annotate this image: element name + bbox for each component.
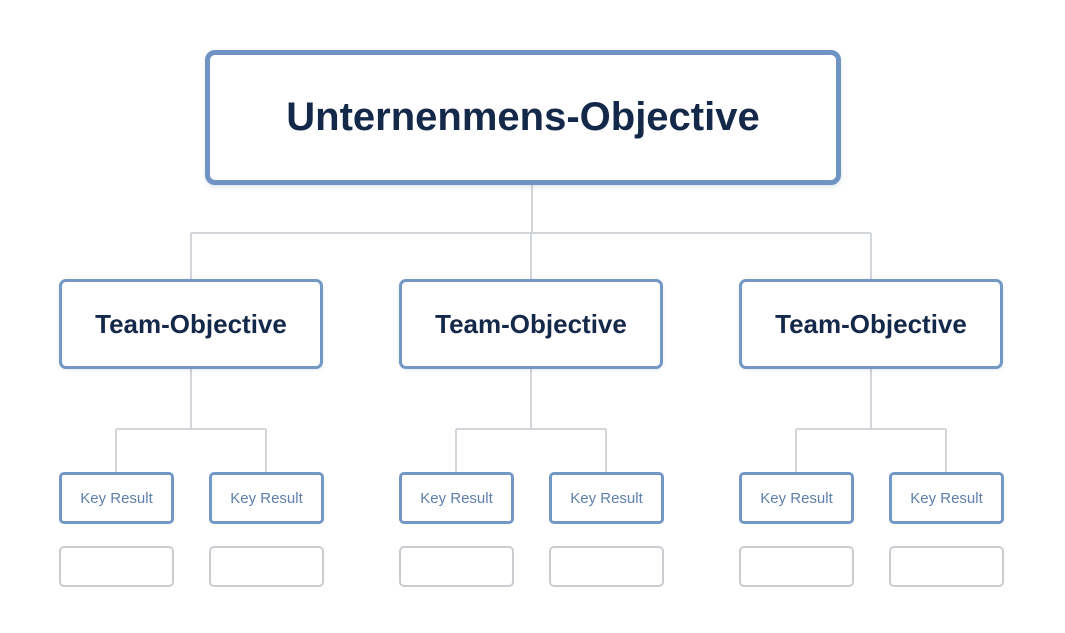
key-result-label: Key Result (910, 489, 983, 507)
team-objective-label: Team-Objective (775, 308, 967, 339)
key-result-box: Key Result (889, 472, 1004, 524)
empty-placeholder-box (59, 546, 174, 587)
team-objective-box: Team-Objective (399, 279, 663, 369)
key-result-box: Key Result (549, 472, 664, 524)
key-result-label: Key Result (80, 489, 153, 507)
key-result-label: Key Result (760, 489, 833, 507)
key-result-label: Key Result (570, 489, 643, 507)
empty-placeholder-box (889, 546, 1004, 587)
team-objective-box: Team-Objective (739, 279, 1003, 369)
key-result-box: Key Result (739, 472, 854, 524)
team-objective-label: Team-Objective (435, 308, 627, 339)
empty-placeholder-box (739, 546, 854, 587)
company-objective-label: Unternenmens-Objective (286, 95, 760, 139)
key-result-label: Key Result (230, 489, 303, 507)
key-result-label: Key Result (420, 489, 493, 507)
team-objective-box: Team-Objective (59, 279, 323, 369)
company-objective-box: Unternenmens-Objective (205, 50, 841, 185)
empty-placeholder-box (399, 546, 514, 587)
empty-placeholder-box (549, 546, 664, 587)
key-result-box: Key Result (59, 472, 174, 524)
key-result-box: Key Result (399, 472, 514, 524)
empty-placeholder-box (209, 546, 324, 587)
team-objective-label: Team-Objective (95, 308, 287, 339)
key-result-box: Key Result (209, 472, 324, 524)
